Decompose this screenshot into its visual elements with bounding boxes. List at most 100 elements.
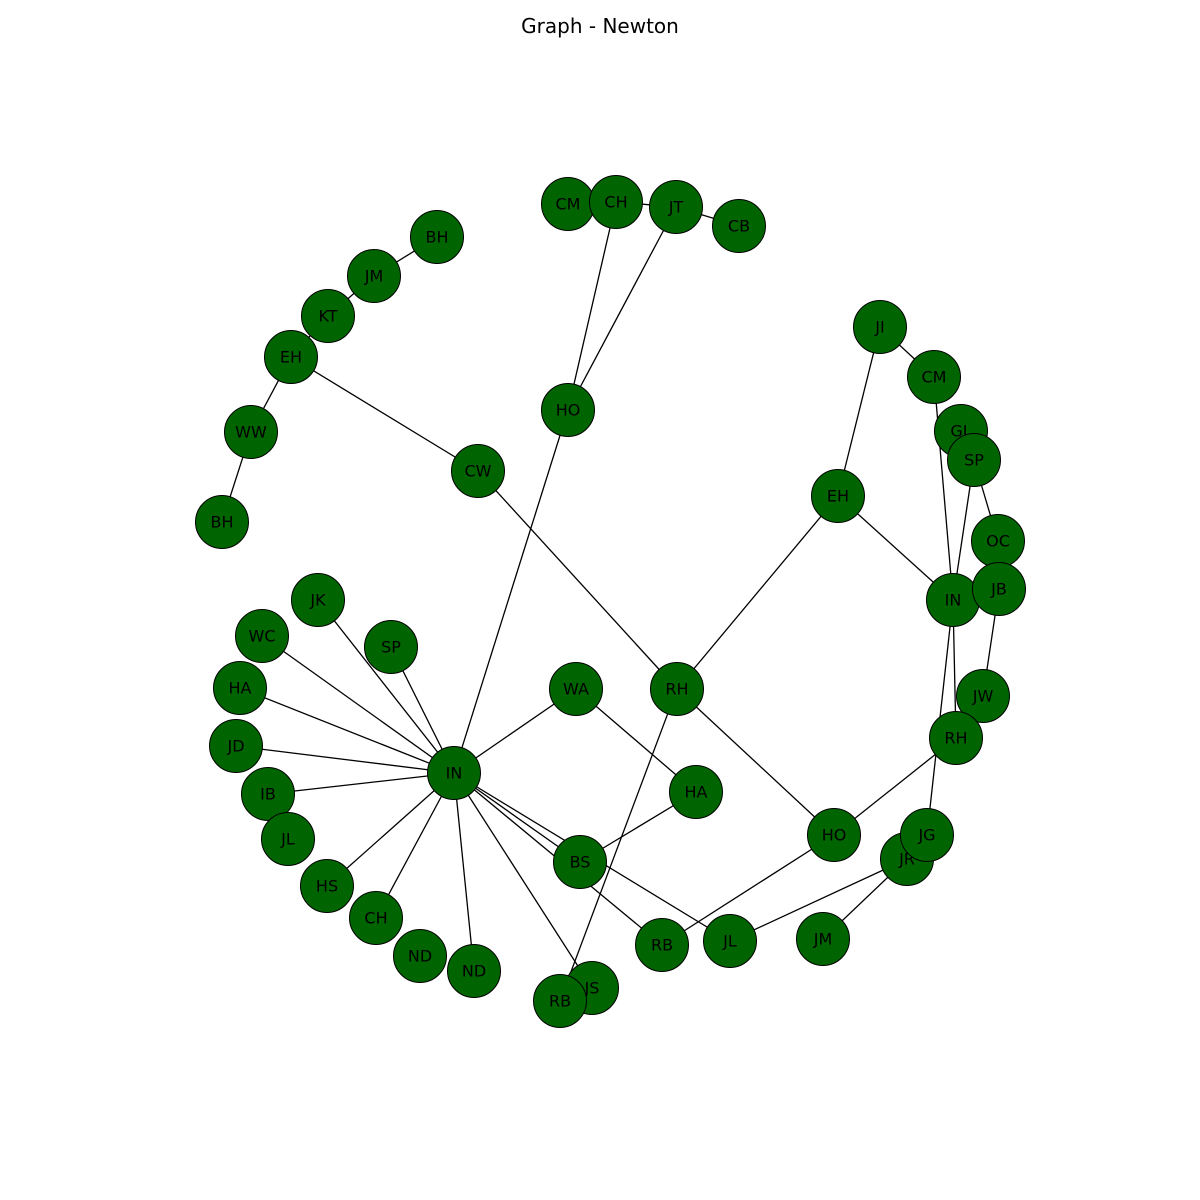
node-label: JL (722, 932, 737, 951)
node-JL_b[interactable]: JL (703, 914, 757, 968)
node-HO_a[interactable]: HO (541, 383, 595, 437)
node-SP_b[interactable]: SP (364, 620, 418, 674)
node-circle (235, 609, 289, 663)
edge-HA_a-IN_a (239, 687, 455, 774)
node-circle (549, 662, 603, 716)
node-KT[interactable]: KT (301, 289, 355, 343)
node-HA_b[interactable]: HA (669, 765, 723, 819)
node-circle (853, 300, 907, 354)
node-label: IB (260, 785, 276, 804)
node-IN_b[interactable]: IN (926, 573, 980, 627)
node-circle (347, 249, 401, 303)
node-ND_b[interactable]: ND (447, 944, 501, 998)
node-label: HS (316, 877, 338, 896)
node-IB[interactable]: IB (241, 767, 295, 821)
node-circle (669, 765, 723, 819)
node-EH_b[interactable]: EH (811, 469, 865, 523)
node-RB_a[interactable]: RB (533, 974, 587, 1028)
node-label: OC (986, 532, 1010, 551)
node-BH_b[interactable]: BH (195, 495, 249, 549)
node-ND_a[interactable]: ND (393, 929, 447, 983)
node-label: CH (604, 193, 627, 212)
node-circle (195, 495, 249, 549)
node-CM_b[interactable]: CM (907, 350, 961, 404)
node-RH_b[interactable]: RH (929, 711, 983, 765)
edge-IN_a-JS (453, 772, 593, 989)
node-circle (956, 669, 1010, 723)
node-circle (224, 405, 278, 459)
node-circle (241, 767, 295, 821)
node-circle (712, 199, 766, 253)
node-label: CM (922, 368, 947, 387)
node-circle (410, 210, 464, 264)
node-circle (649, 180, 703, 234)
node-EH_a[interactable]: EH (264, 330, 318, 384)
node-IN_a[interactable]: IN (427, 746, 481, 800)
node-JD[interactable]: JD (209, 719, 263, 773)
edge-CW-RH_a (477, 470, 678, 690)
node-circle (900, 808, 954, 862)
node-JM_a[interactable]: JM (347, 249, 401, 303)
node-CH_a[interactable]: CH (589, 175, 643, 229)
node-JT[interactable]: JT (649, 180, 703, 234)
node-circle (209, 719, 263, 773)
node-WC[interactable]: WC (235, 609, 289, 663)
node-label: HA (685, 783, 708, 802)
edge-CH_b-IN_a (375, 772, 455, 919)
node-circle (947, 433, 1001, 487)
node-SP_a[interactable]: SP (947, 433, 1001, 487)
node-JM_b[interactable]: JM (796, 912, 850, 966)
node-JK[interactable]: JK (291, 573, 345, 627)
node-CB[interactable]: CB (712, 199, 766, 253)
node-CM_a[interactable]: CM (541, 177, 595, 231)
node-HS[interactable]: HS (300, 859, 354, 913)
node-BH_a[interactable]: BH (410, 210, 464, 264)
node-OC[interactable]: OC (971, 514, 1025, 568)
node-label: WA (563, 680, 589, 699)
node-label: JM (813, 930, 833, 949)
node-label: WC (249, 627, 276, 646)
node-label: ND (462, 962, 486, 981)
node-label: JK (309, 591, 326, 610)
node-RH_a[interactable]: RH (650, 662, 704, 716)
edge-JK-IN_a (317, 599, 455, 774)
edge-HS-IN_a (326, 772, 455, 887)
node-label: CM (556, 195, 581, 214)
node-BS[interactable]: BS (553, 835, 607, 889)
node-WW[interactable]: WW (224, 405, 278, 459)
node-WA[interactable]: WA (549, 662, 603, 716)
node-HA_a[interactable]: HA (213, 661, 267, 715)
node-circle (541, 383, 595, 437)
node-JB[interactable]: JB (972, 562, 1026, 616)
node-RB_b[interactable]: RB (635, 918, 689, 972)
edge-RH_a-RB_a (559, 688, 678, 1002)
graph-title: Graph - Newton (521, 14, 679, 38)
node-label: CW (465, 462, 492, 481)
node-CH_b[interactable]: CH (349, 891, 403, 945)
node-CW[interactable]: CW (451, 444, 505, 498)
node-label: KT (318, 307, 337, 326)
node-circle (553, 835, 607, 889)
node-HO_b[interactable]: HO (807, 808, 861, 862)
node-label: BH (425, 228, 448, 247)
node-label: EH (280, 348, 302, 367)
node-JL_a[interactable]: JL (261, 812, 315, 866)
node-JI[interactable]: JI (853, 300, 907, 354)
node-label: JW (972, 687, 994, 706)
node-circle (261, 812, 315, 866)
node-JW[interactable]: JW (956, 669, 1010, 723)
edge-JI-EH_b (837, 326, 881, 497)
node-circle (807, 808, 861, 862)
edge-IB-IN_a (267, 772, 455, 795)
node-label: HA (229, 679, 252, 698)
node-circle (703, 914, 757, 968)
edge-WC-IN_a (261, 635, 455, 774)
edge-CH_a-HO_a (567, 201, 617, 411)
node-label: SP (964, 451, 984, 470)
edge-HO_b-RB_b (661, 834, 835, 946)
node-circle (447, 944, 501, 998)
node-JG[interactable]: JG (900, 808, 954, 862)
